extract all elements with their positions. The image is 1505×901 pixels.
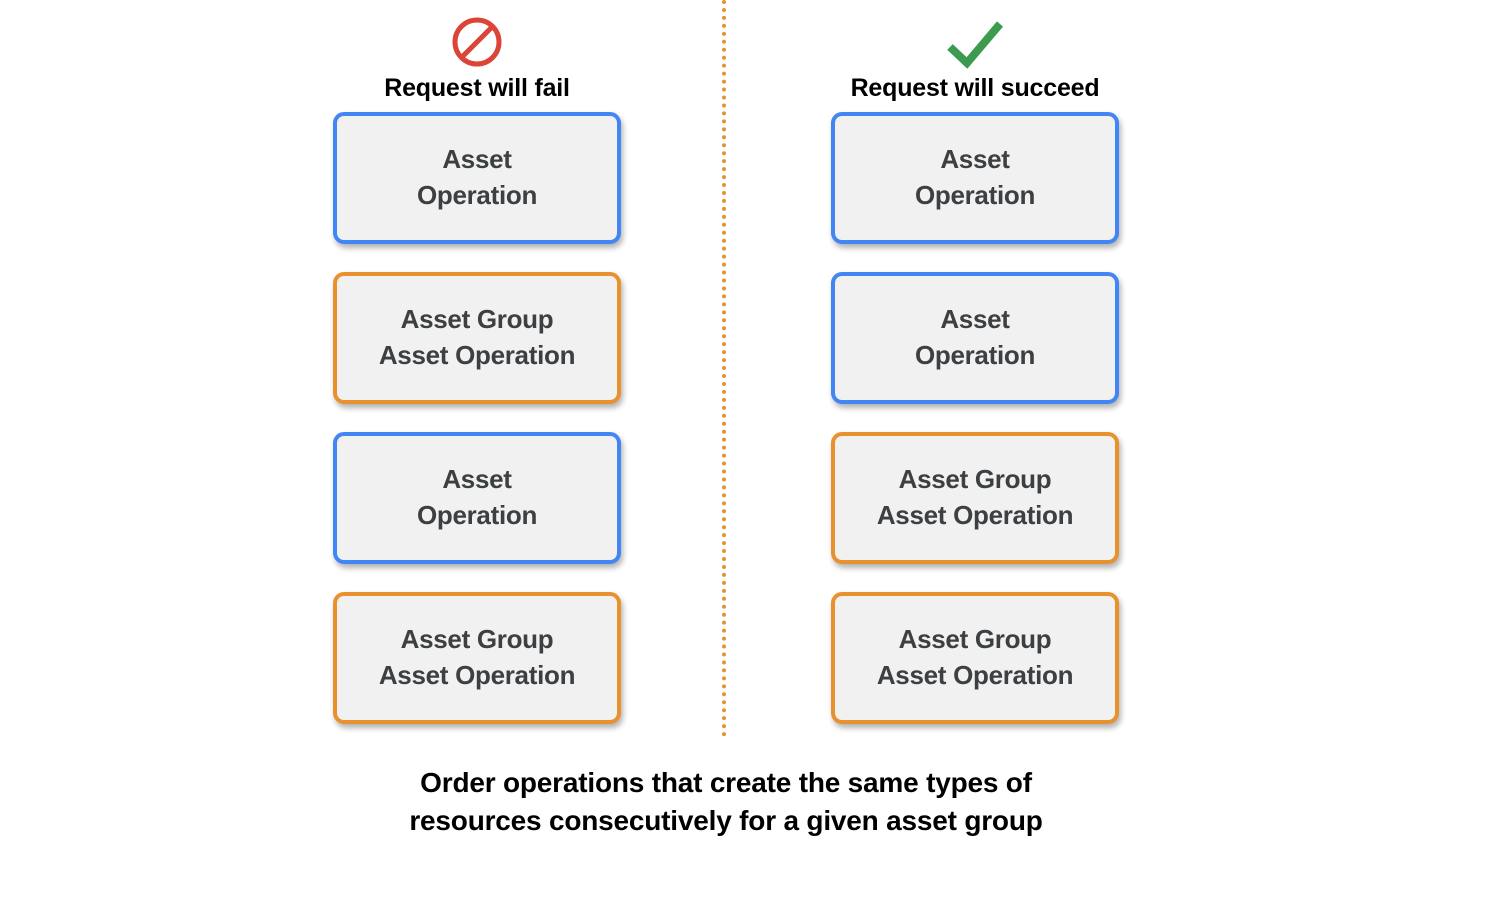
operation-box-label: Asset Operation <box>416 464 538 530</box>
column-divider <box>722 0 726 737</box>
operation-box[interactable]: Asset Group Asset Operation <box>831 592 1119 724</box>
operation-box-label: Asset Operation <box>914 304 1036 370</box>
column-header-fail: Request will fail <box>267 14 687 103</box>
checkmark-icon <box>765 14 1185 70</box>
prohibition-icon <box>267 14 687 70</box>
operation-box[interactable]: Asset Operation <box>831 272 1119 404</box>
operation-box-label: Asset Group Asset Operation <box>876 464 1074 530</box>
operation-box-label: Asset Group Asset Operation <box>378 304 576 370</box>
operation-box[interactable]: Asset Group Asset Operation <box>333 272 621 404</box>
operation-box[interactable]: Asset Group Asset Operation <box>333 592 621 724</box>
operation-box-label: Asset Group Asset Operation <box>876 624 1074 690</box>
diagram-caption: Order operations that create the same ty… <box>409 767 1043 837</box>
column-header-succeed: Request will succeed <box>765 14 1185 103</box>
box-stack-fail: Asset Operation Asset Group Asset Operat… <box>333 112 621 724</box>
operation-box-label: Asset Group Asset Operation <box>378 624 576 690</box>
operation-box-label: Asset Operation <box>914 144 1036 210</box>
operation-box[interactable]: Asset Operation <box>333 112 621 244</box>
operation-box-label: Asset Operation <box>416 144 538 210</box>
box-stack-succeed: Asset Operation Asset Operation Asset Gr… <box>831 112 1119 724</box>
column-header-label-fail: Request will fail <box>384 74 570 102</box>
operation-box[interactable]: Asset Operation <box>831 112 1119 244</box>
operation-box[interactable]: Asset Group Asset Operation <box>831 432 1119 564</box>
operation-box[interactable]: Asset Operation <box>333 432 621 564</box>
column-header-label-succeed: Request will succeed <box>850 74 1100 102</box>
